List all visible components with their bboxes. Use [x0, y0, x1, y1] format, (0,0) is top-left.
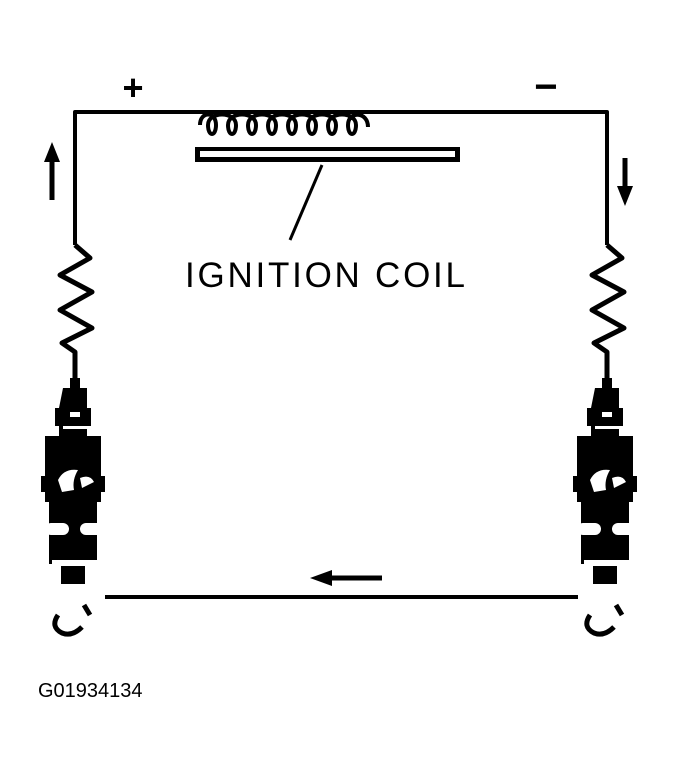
positive-terminal-label: +: [122, 67, 143, 108]
arrow-up-icon: [44, 142, 60, 200]
arrow-down-icon: [617, 158, 633, 206]
coil-leader-line: [288, 164, 324, 241]
ignition-coil-label: IGNITION COIL: [185, 256, 465, 295]
left-resistor: [57, 243, 95, 382]
figure-id: G01934134: [38, 680, 143, 702]
right-resistor: [589, 243, 627, 382]
left-spark-plug: [41, 378, 105, 637]
negative-terminal-label: −: [534, 65, 557, 109]
coil-winding: [198, 112, 370, 136]
top-wire: [73, 110, 609, 245]
arrow-left-icon: [310, 570, 382, 586]
right-spark-plug: [573, 378, 637, 634]
